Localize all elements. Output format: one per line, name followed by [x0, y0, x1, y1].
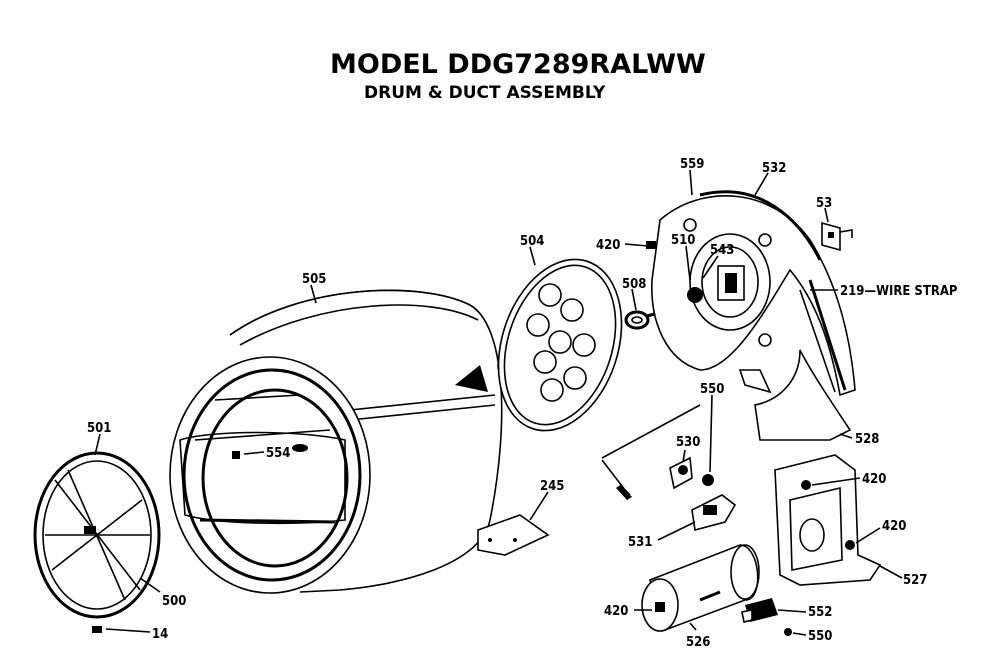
callout-550b: 550 — [808, 629, 832, 644]
leader-420c — [855, 527, 881, 544]
callout-527: 527 — [903, 573, 927, 588]
callout-420c: 420 — [882, 519, 906, 534]
leader-528 — [839, 433, 853, 439]
drum — [169, 289, 523, 594]
leader-543 — [702, 255, 719, 279]
callout-420d: 420 — [604, 604, 628, 619]
callout-530: 530 — [676, 435, 700, 450]
callout-552: 552 — [808, 605, 832, 620]
sensor-harness — [601, 404, 737, 532]
leader-559 — [689, 169, 693, 196]
leader-420b — [811, 477, 861, 486]
leader-527 — [879, 565, 903, 579]
leader-550a — [709, 394, 713, 473]
callout-510: 510 — [671, 233, 695, 248]
bracket-245 — [477, 514, 550, 556]
leader-53 — [824, 207, 829, 223]
leader-500 — [139, 577, 161, 593]
leader-501 — [94, 433, 101, 456]
rear-bulkhead — [651, 190, 856, 441]
callout-543: 543 — [710, 243, 734, 258]
callout-504: 504 — [520, 234, 544, 249]
callout-53: 53 — [816, 196, 832, 211]
callout-508: 508 — [622, 277, 646, 292]
leader-420a — [624, 243, 649, 247]
leader-504 — [529, 246, 536, 266]
leader-526 — [689, 622, 697, 631]
leader-531 — [657, 521, 696, 541]
leader-14 — [105, 628, 151, 633]
screw-420a-icon — [646, 241, 656, 249]
callout-528: 528 — [855, 432, 879, 447]
leader-554 — [243, 451, 265, 455]
leader-530 — [682, 449, 686, 463]
page-subtitle: DRUM & DUCT ASSEMBLY — [364, 83, 606, 103]
callout-559: 559 — [680, 157, 704, 172]
leader-550b — [792, 632, 807, 636]
leader-508 — [631, 288, 637, 311]
leader-532 — [754, 172, 769, 196]
rear-drum-head — [497, 258, 623, 432]
front-bulkhead-ring — [33, 451, 161, 619]
callout-532: 532 — [762, 161, 786, 176]
leader-510 — [685, 245, 691, 281]
bracket-53 — [821, 221, 853, 252]
callout-500: 500 — [162, 594, 186, 609]
clip-550-icon — [784, 628, 792, 636]
screw-14-icon — [92, 626, 102, 633]
callout-420a: 420 — [596, 238, 620, 253]
leader-245 — [529, 491, 549, 521]
leader-505 — [310, 284, 317, 304]
callout-505: 505 — [302, 272, 326, 287]
callout-420b: 420 — [862, 472, 886, 487]
callout-219: 219—WIRE STRAP — [840, 284, 958, 299]
callout-245: 245 — [540, 479, 564, 494]
callout-526: 526 — [686, 635, 710, 650]
connector-552 — [741, 598, 778, 623]
callout-550a: 550 — [700, 382, 724, 397]
callout-531: 531 — [628, 535, 652, 550]
page-title: MODEL DDG7289RALWW — [330, 49, 706, 80]
cylinder-526 — [641, 544, 760, 632]
callout-554: 554 — [266, 446, 290, 461]
burner-bracket — [774, 454, 882, 586]
callout-501: 501 — [87, 421, 111, 436]
callout-14: 14 — [152, 627, 168, 642]
leader-552 — [777, 609, 807, 613]
